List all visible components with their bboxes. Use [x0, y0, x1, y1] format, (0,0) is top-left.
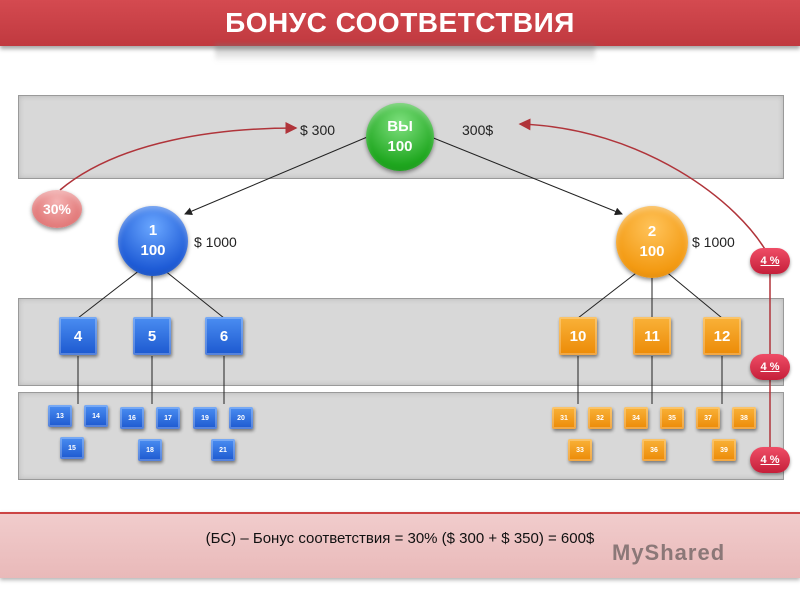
side-pct-2: 4 %	[750, 354, 790, 380]
node-1: 1 100	[118, 206, 188, 276]
node-35: 35	[660, 407, 684, 429]
node-20: 20	[229, 407, 253, 429]
node-32: 32	[588, 407, 612, 429]
node-31: 31	[552, 407, 576, 429]
node-2-value: 100	[639, 243, 665, 260]
node-17: 17	[156, 407, 180, 429]
link-1-4	[77, 269, 141, 319]
node-34: 34	[624, 407, 648, 429]
node-33: 33	[568, 439, 592, 461]
link-2-10	[577, 269, 641, 319]
node-16: 16	[120, 407, 144, 429]
root-left-amount: $ 300	[300, 122, 336, 138]
node-19: 19	[193, 407, 217, 429]
percent-30-label: 30%	[42, 201, 72, 217]
link-1-6	[163, 269, 225, 319]
node-10: 10	[559, 317, 597, 355]
formula-box	[0, 512, 800, 578]
band-bottom	[18, 392, 784, 480]
side-pct-1: 4 %	[750, 248, 790, 274]
arrow-root-to-1	[184, 134, 373, 215]
node-1-id: 1	[148, 222, 158, 239]
node-38: 38	[732, 407, 756, 429]
title-reflection	[215, 44, 595, 62]
title-banner: БОНУС СООТВЕТСТВИЯ	[0, 0, 800, 46]
root-label: ВЫ	[387, 118, 413, 135]
watermark-logo: MyShared	[612, 540, 726, 565]
node-39: 39	[712, 439, 736, 461]
percent-30-bubble: 30%	[32, 190, 82, 228]
formula-text: (БС) – Бонус соответствия = 30% ($ 300 +…	[205, 530, 595, 547]
node-18: 18	[138, 439, 162, 461]
node-36: 36	[642, 439, 666, 461]
side-pct-3: 4 %	[750, 447, 790, 473]
arrow-root-to-2	[425, 134, 623, 216]
node-1-amount: $ 1000	[194, 234, 237, 250]
node-12: 12	[703, 317, 741, 355]
node-5: 5	[133, 317, 171, 355]
node-2-amount: $ 1000	[692, 234, 735, 250]
arrow-30pct-to-root	[59, 122, 298, 191]
node-6: 6	[205, 317, 243, 355]
node-2-id: 2	[647, 223, 657, 240]
node-4: 4	[59, 317, 97, 355]
arrow-right-to-root	[518, 118, 771, 259]
node-2: 2 100	[616, 206, 688, 278]
root-node-you: ВЫ 100	[366, 103, 434, 171]
node-1-value: 100	[140, 242, 166, 259]
node-37: 37	[696, 407, 720, 429]
page-title: БОНУС СООТВЕТСТВИЯ	[225, 7, 575, 38]
node-11: 11	[633, 317, 671, 355]
link-2-12	[663, 269, 723, 319]
root-right-amount: 300$	[462, 122, 494, 138]
node-14: 14	[84, 405, 108, 427]
node-21: 21	[211, 439, 235, 461]
root-value: 100	[387, 138, 413, 155]
node-15: 15	[60, 437, 84, 459]
node-13: 13	[48, 405, 72, 427]
